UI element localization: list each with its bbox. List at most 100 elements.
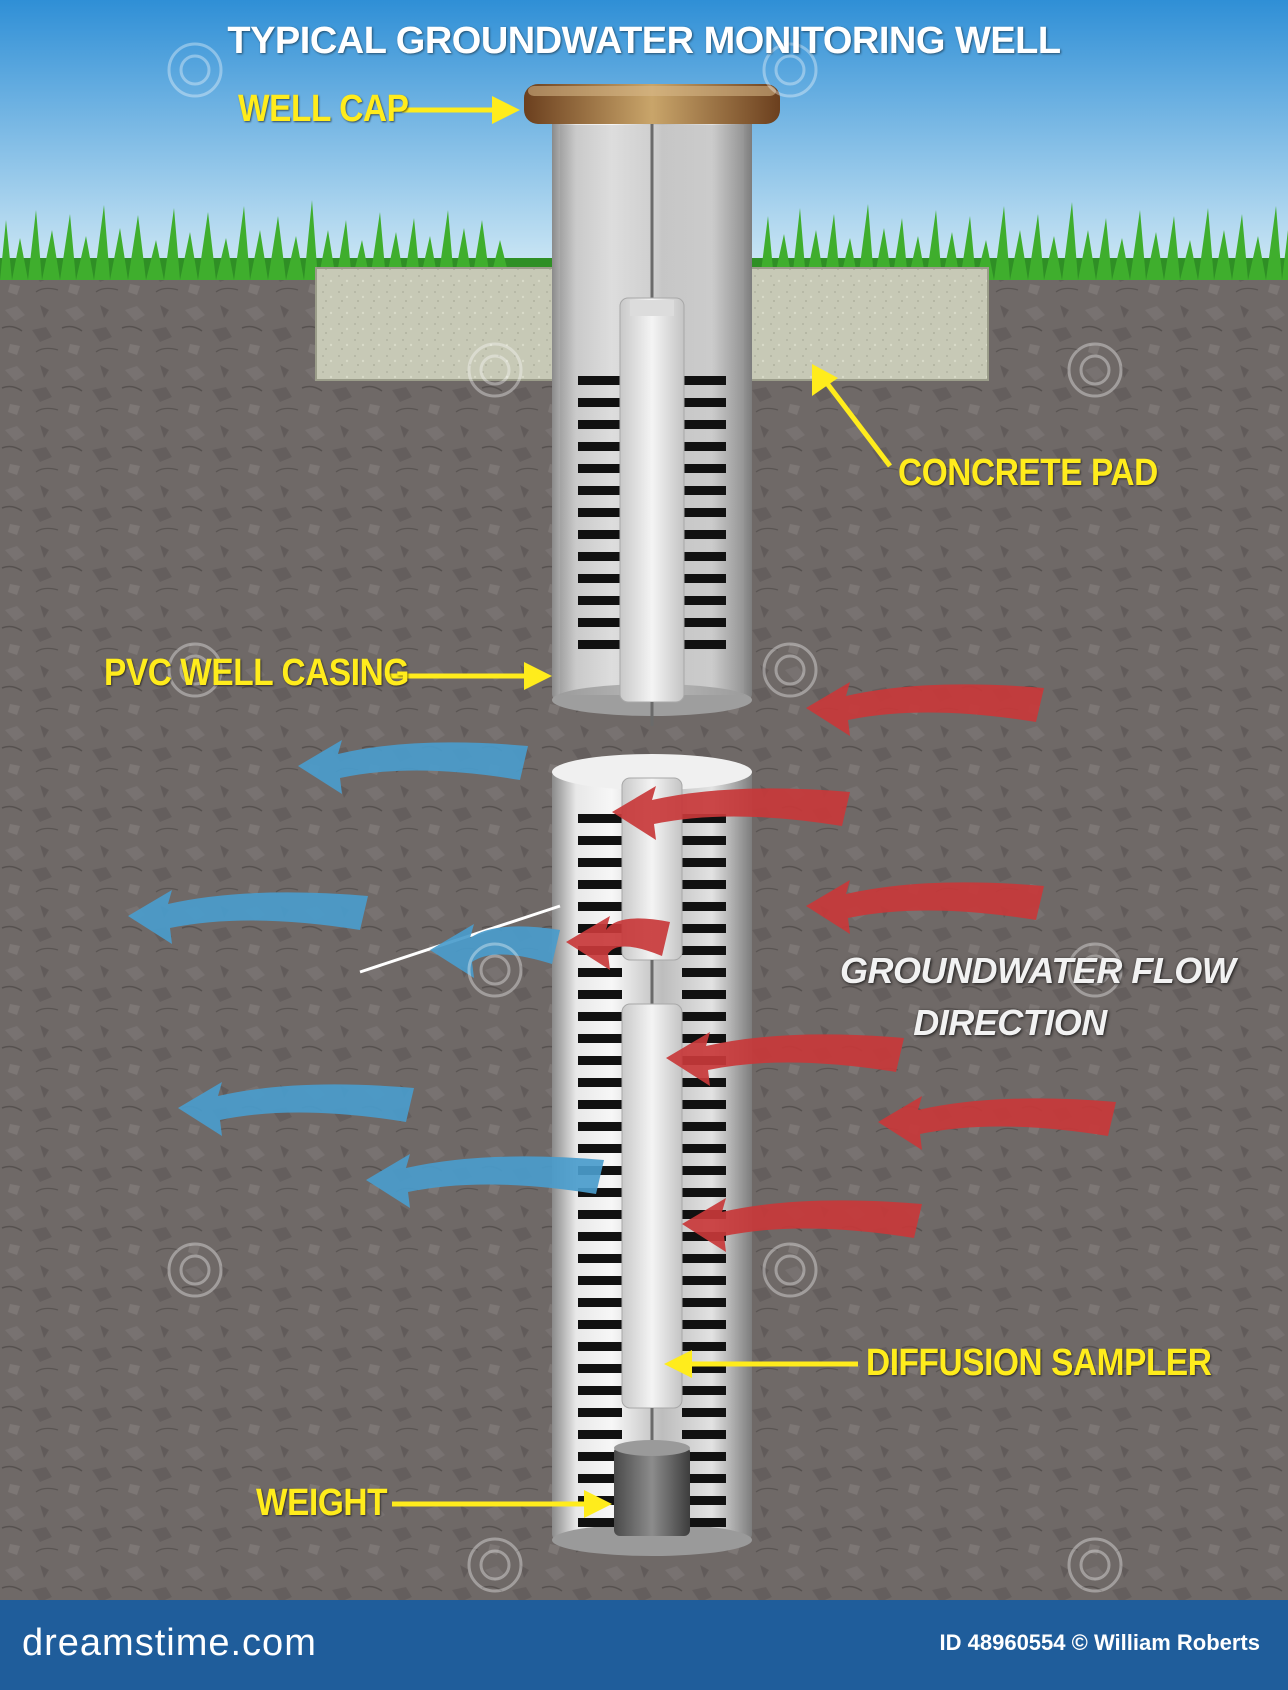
screen-slot xyxy=(578,990,622,999)
screen-slot xyxy=(578,376,622,385)
screen-slot xyxy=(578,1452,622,1461)
screen-slot xyxy=(682,398,726,407)
upper-diffusion-sampler xyxy=(619,297,685,703)
screen-slot xyxy=(578,858,622,867)
diagram-title: TYPICAL GROUNDWATER MONITORING WELL xyxy=(227,20,1061,62)
screen-slot xyxy=(682,1342,726,1351)
watermark-swirls xyxy=(167,42,1123,1593)
screen-slot xyxy=(682,946,726,955)
screen-slot xyxy=(578,836,622,845)
flow-direction-label-line1: GROUNDWATER FLOW xyxy=(840,950,1236,991)
screen-slot xyxy=(682,420,726,429)
screen-slot xyxy=(682,1496,726,1505)
screen-slot xyxy=(682,990,726,999)
screen-slot xyxy=(682,1430,726,1439)
screen-slot xyxy=(578,442,622,451)
screen-slot xyxy=(682,1320,726,1329)
diffusion-sampler-label: DIFFUSION SAMPLER xyxy=(866,1342,1212,1384)
screen-slot xyxy=(682,858,726,867)
footer-bar: dreamstime.com ID 48960554 © William Rob… xyxy=(0,1600,1288,1690)
screen-slot xyxy=(682,1474,726,1483)
screen-slot xyxy=(578,902,622,911)
screen-slot xyxy=(578,1408,622,1417)
screen-slot xyxy=(682,442,726,451)
screen-slot xyxy=(682,596,726,605)
screen-slot xyxy=(578,530,622,539)
screen-slot xyxy=(682,814,726,823)
screen-slot xyxy=(578,1518,622,1527)
weight-label: WEIGHT xyxy=(256,1482,388,1524)
screen-slot xyxy=(578,1430,622,1439)
flow-arrow xyxy=(366,1154,604,1208)
screen-slot xyxy=(578,1034,622,1043)
screen-slot xyxy=(682,1122,726,1131)
screen-slot xyxy=(578,1122,622,1131)
screen-slot xyxy=(682,618,726,627)
label-pointers xyxy=(388,96,892,1518)
screen-slot xyxy=(682,464,726,473)
flow-direction-label-line2: DIRECTION xyxy=(913,1002,1107,1043)
concrete-pad-label: CONCRETE PAD xyxy=(898,452,1158,494)
screen-slot xyxy=(578,1056,622,1065)
pvc-casing-label: PVC WELL CASING xyxy=(104,652,409,694)
outflow-arrows xyxy=(128,740,604,1208)
screen-slot xyxy=(578,880,622,889)
screen-slot xyxy=(682,1276,726,1285)
screen-slot xyxy=(578,1254,622,1263)
screen-slot xyxy=(578,508,622,517)
screen-slot xyxy=(682,508,726,517)
screen-slot xyxy=(682,1298,726,1307)
footer-credit: ID 48960554 © William Roberts xyxy=(939,1630,1260,1655)
screen-slot xyxy=(578,1320,622,1329)
screen-slot xyxy=(682,902,726,911)
flow-arrow xyxy=(806,682,1044,736)
screen-slot xyxy=(682,574,726,583)
screen-slot xyxy=(578,464,622,473)
screen-slot xyxy=(578,618,622,627)
lower-diffusion-sampler-2 xyxy=(621,1003,683,1409)
upper-screen-slots xyxy=(578,376,726,649)
screen-slot xyxy=(682,968,726,977)
screen-slot xyxy=(578,1078,622,1087)
inflow-arrows xyxy=(566,682,1116,1252)
screen-slot xyxy=(682,486,726,495)
screen-slot xyxy=(578,1012,622,1021)
screen-slot xyxy=(578,1386,622,1395)
screen-slot xyxy=(578,398,622,407)
flow-arrow xyxy=(128,890,368,944)
screen-slot xyxy=(578,1364,622,1373)
screen-slot xyxy=(578,640,622,649)
screen-slot xyxy=(578,968,622,977)
screen-slot xyxy=(682,376,726,385)
flow-arrow xyxy=(612,786,850,840)
flow-arrow xyxy=(666,1032,904,1086)
flow-arrow xyxy=(566,916,670,970)
screen-slot xyxy=(578,1210,622,1219)
screen-slot xyxy=(578,1144,622,1153)
screen-slot xyxy=(578,1232,622,1241)
screen-slot xyxy=(578,552,622,561)
screen-slot xyxy=(682,1518,726,1527)
screen-slot xyxy=(682,1012,726,1021)
screen-slot xyxy=(682,1166,726,1175)
screen-slot xyxy=(578,486,622,495)
screen-slot xyxy=(682,552,726,561)
screen-slot xyxy=(578,1276,622,1285)
screen-slot xyxy=(578,1342,622,1351)
screen-slot xyxy=(682,836,726,845)
screen-slot xyxy=(682,1386,726,1395)
footer-brand: dreamstime.com xyxy=(22,1622,317,1664)
screen-slot xyxy=(682,1144,726,1153)
screen-slot xyxy=(578,814,622,823)
flow-arrow xyxy=(430,924,560,978)
screen-slot xyxy=(578,1100,622,1109)
flow-arrow xyxy=(178,1082,414,1136)
screen-slot xyxy=(578,596,622,605)
screen-slot xyxy=(682,924,726,933)
screen-slot xyxy=(578,1298,622,1307)
screen-slot xyxy=(578,1474,622,1483)
screen-slot xyxy=(682,1078,726,1087)
flow-arrow xyxy=(682,1198,922,1252)
screen-slot xyxy=(682,1408,726,1417)
